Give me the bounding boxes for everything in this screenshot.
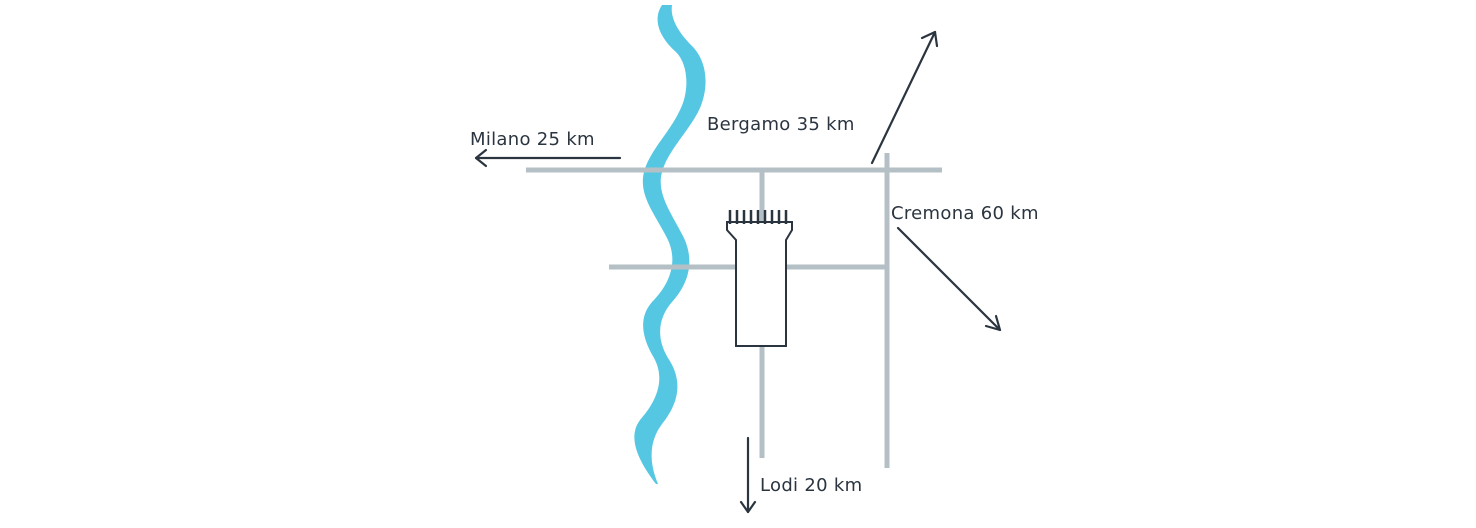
lodi-distance-label: Lodi 20 km (760, 475, 863, 496)
direction-arrows (474, 30, 1002, 514)
lodi-arrow-icon (739, 436, 757, 514)
milano-distance-label: Milano 25 km (470, 129, 595, 150)
milano-arrow-icon (474, 148, 622, 168)
castle-tower-icon (726, 210, 793, 347)
roads (526, 153, 942, 468)
tower-body (726, 221, 793, 347)
cremona-arrow-icon (896, 226, 1002, 332)
cremona-distance-label: Cremona 60 km (891, 203, 1039, 224)
tower-battlements (728, 210, 788, 224)
river (634, 5, 706, 484)
bergamo-arrow-icon (870, 30, 939, 165)
bergamo-distance-label: Bergamo 35 km (707, 114, 855, 135)
